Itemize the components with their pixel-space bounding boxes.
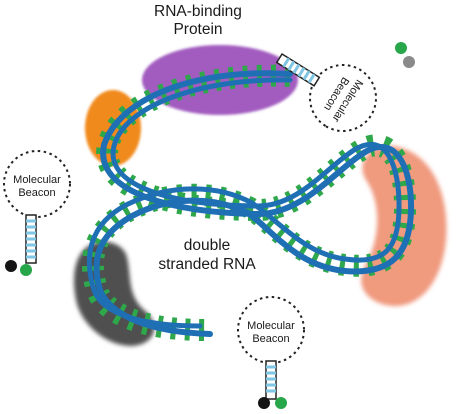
label-double: double	[184, 237, 231, 254]
fluorophore-icon	[395, 42, 407, 54]
quencher-icon	[403, 56, 415, 68]
fluorophore-icon	[20, 264, 32, 276]
molecular-beacon-right: Molecular Beacon	[275, 42, 415, 132]
fluorophore-icon	[275, 397, 287, 409]
beacon-bottom-line1: Molecular	[247, 320, 295, 332]
rna-strand-inner	[86, 77, 402, 329]
label-stranded-rna: stranded RNA	[158, 256, 256, 273]
beacon-bottom-line2: Beacon	[252, 333, 289, 345]
rna-base-pairs	[81, 64, 417, 341]
label-rna-binding: RNA-binding	[154, 3, 242, 20]
quencher-icon	[5, 260, 17, 272]
molecular-beacon-bottom: Molecular Beacon	[237, 296, 305, 409]
molecular-beacon-left: Molecular Beacon	[3, 150, 71, 276]
label-protein: Protein	[173, 21, 222, 38]
beacon-left-line2: Beacon	[18, 187, 55, 199]
quencher-icon	[258, 397, 270, 409]
protein-gray	[74, 241, 155, 346]
rna-strand-outer	[93, 70, 415, 337]
beacon-left-line1: Molecular	[13, 174, 61, 186]
